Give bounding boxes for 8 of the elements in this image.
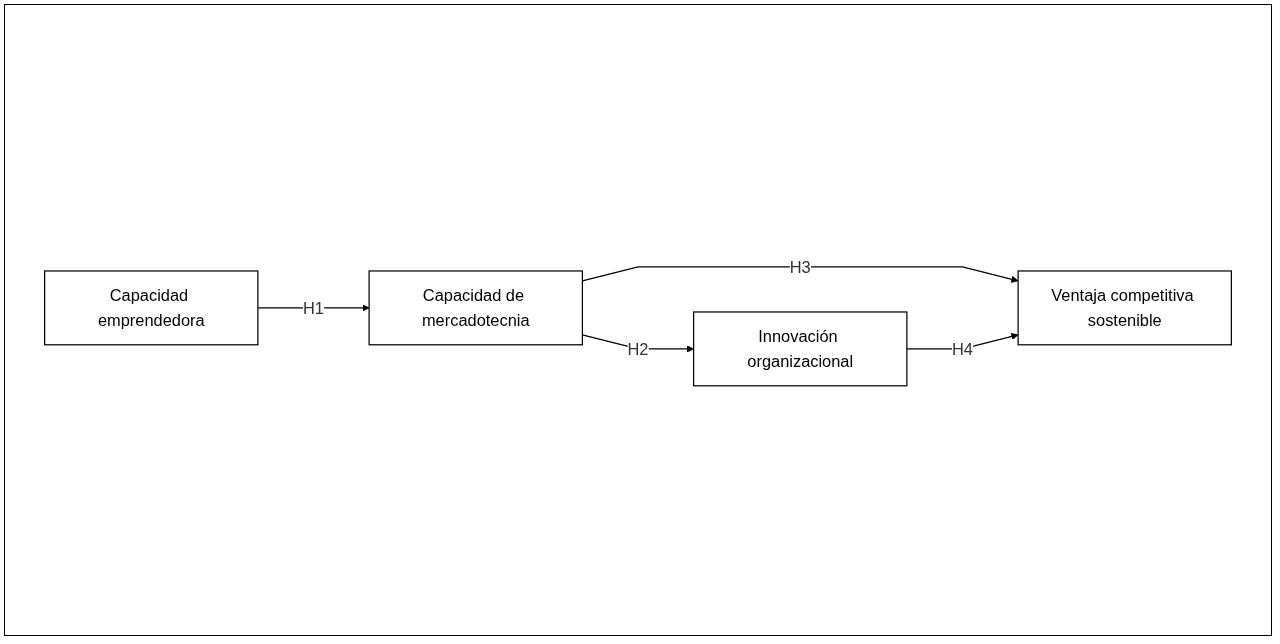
edge-label: H2: [627, 339, 649, 358]
edge-label: H3: [789, 257, 811, 276]
node-box: Capacidad de mercadotecnia: [368, 270, 583, 346]
node-box: Innovación organizacional: [693, 311, 908, 387]
edge-label: H4: [952, 339, 973, 358]
node-box: Ventaja competitiva sostenible: [1017, 270, 1232, 346]
node-box: Capacidad emprendedora: [44, 270, 259, 346]
edge-label: H1: [303, 298, 324, 317]
